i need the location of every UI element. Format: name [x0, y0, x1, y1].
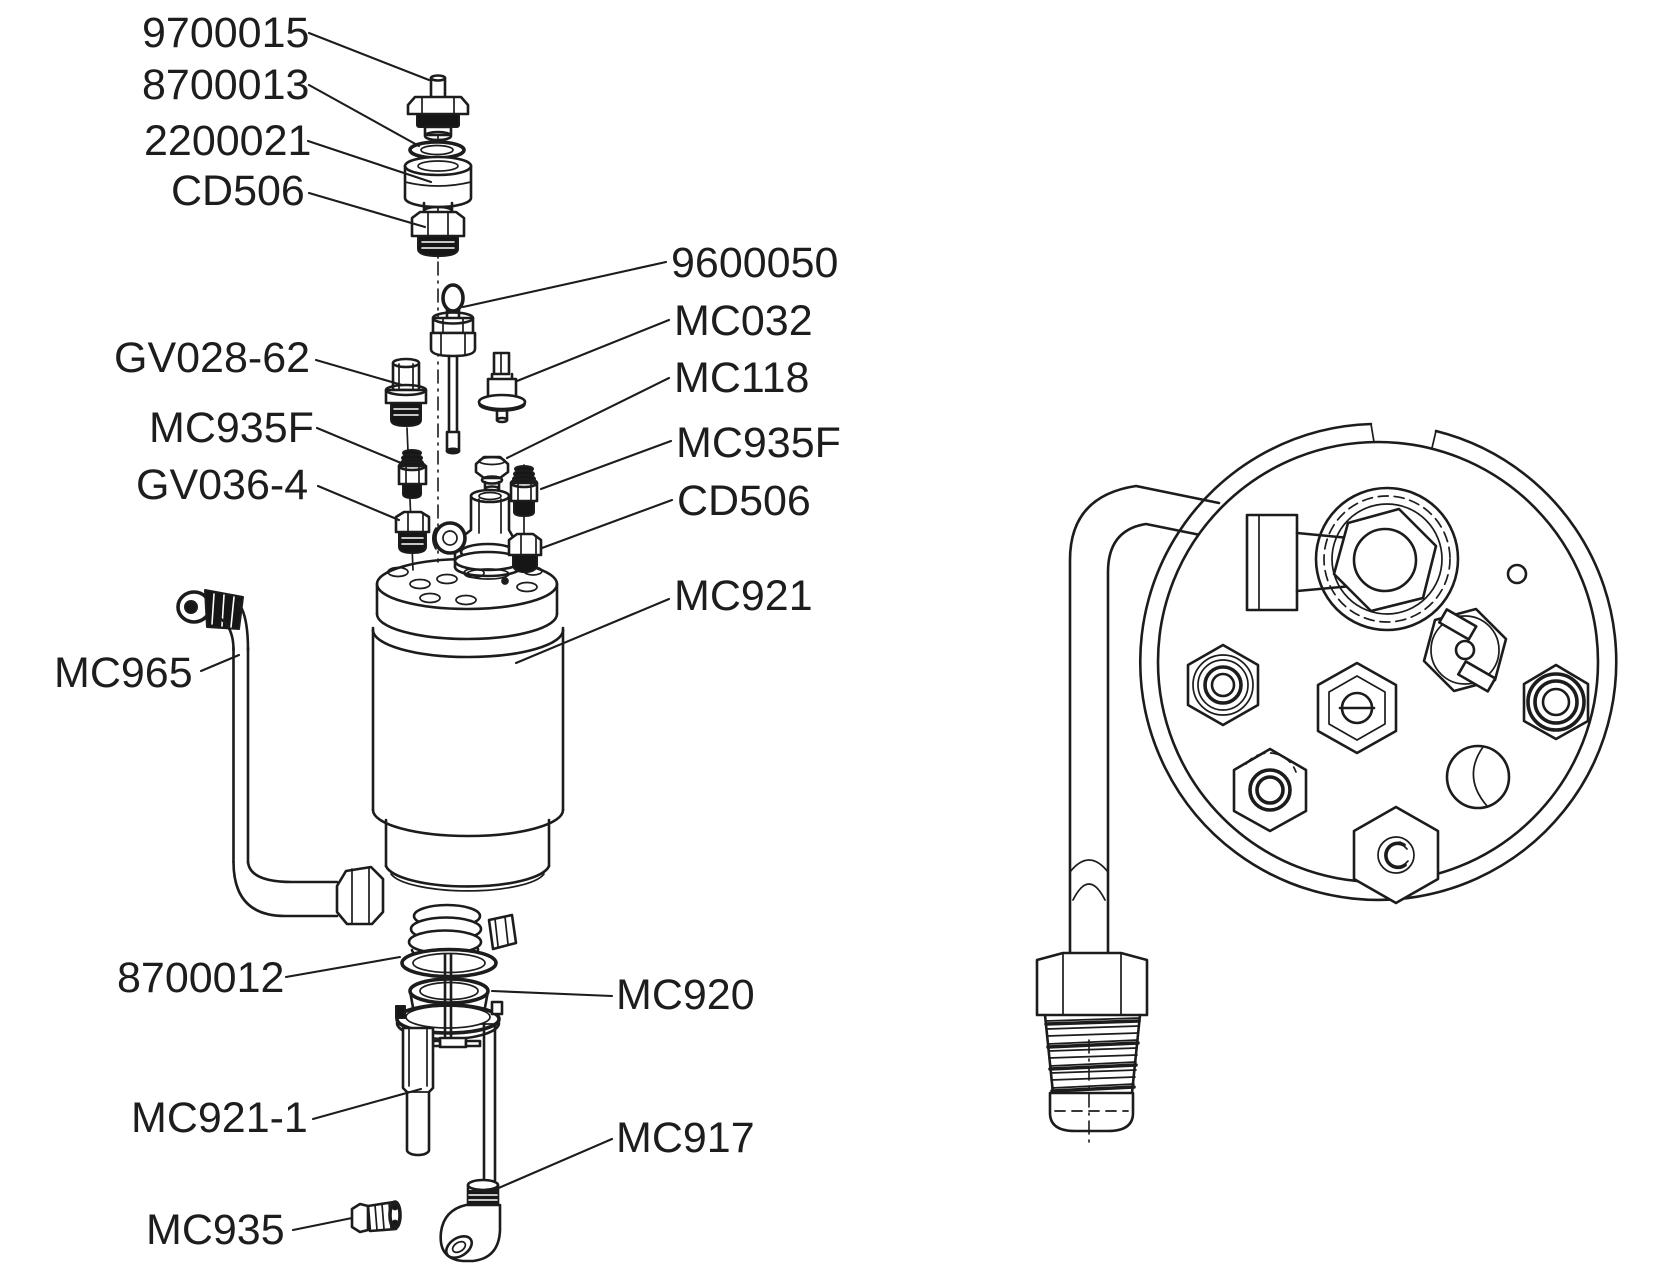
part-mc935f-left-drawing: [397, 449, 428, 499]
part-label-mc032: MC032: [674, 297, 813, 345]
part-label-mc921: MC921: [674, 572, 813, 620]
part-label-gv036-4: GV036-4: [136, 461, 309, 509]
boiler-side-nut-drawing: [335, 865, 385, 926]
part-label-mc917: MC917: [616, 1114, 755, 1162]
part-label-mc965: MC965: [54, 649, 193, 697]
part-label-mc921-1: MC921-1: [131, 1094, 308, 1142]
part-2200021-drawing: [403, 155, 473, 217]
part-cd506-right-drawing: [507, 532, 543, 573]
drain-pipe-drawing: [480, 1022, 499, 1182]
spring-drawing: [407, 903, 483, 962]
part-mc032-drawing: [477, 351, 527, 424]
part-label-cd506-top: CD506: [171, 167, 305, 215]
leader-lines: [199, 31, 674, 1232]
part-label-2200021: 2200021: [144, 117, 312, 165]
part-label-mc935f-right: MC935F: [676, 419, 841, 467]
part-label-9600050: 9600050: [671, 239, 839, 287]
part-label-mc935: MC935: [146, 1206, 285, 1254]
part-label-mc118: MC118: [674, 354, 810, 402]
part-mc935-drawing: [350, 1200, 402, 1234]
part-label-8700013: 8700013: [142, 61, 310, 109]
bottom-plug-drawing: [487, 913, 518, 951]
part-8700012-drawing: [400, 947, 498, 979]
boiler-body-drawing: [371, 557, 565, 892]
assembled-top-view-drawing: [1035, 422, 1618, 1147]
part-label-mc920: MC920: [616, 971, 755, 1019]
part-9600050-drawing: [429, 283, 477, 455]
part-gv036-4-drawing: [394, 510, 431, 554]
part-label-gv028-62: GV028-62: [114, 334, 311, 382]
part-mc921-1-drawing: [401, 1026, 435, 1157]
part-cd506-top-drawing: [410, 210, 466, 257]
part-mc965-drawing: [176, 589, 339, 918]
part-mc118-drawing: [474, 455, 510, 493]
part-mc935f-right-drawing: [509, 465, 539, 517]
part-label-8700012: 8700012: [117, 954, 285, 1002]
part-label-9700015: 9700015: [142, 9, 310, 57]
part-mc917-drawing: [439, 1178, 502, 1263]
part-label-cd506-right: CD506: [677, 477, 811, 525]
part-label-mc935f-left: MC935F: [149, 404, 314, 452]
part-gv028-62-drawing: [384, 357, 428, 427]
part-9700015-drawing: [406, 74, 470, 142]
